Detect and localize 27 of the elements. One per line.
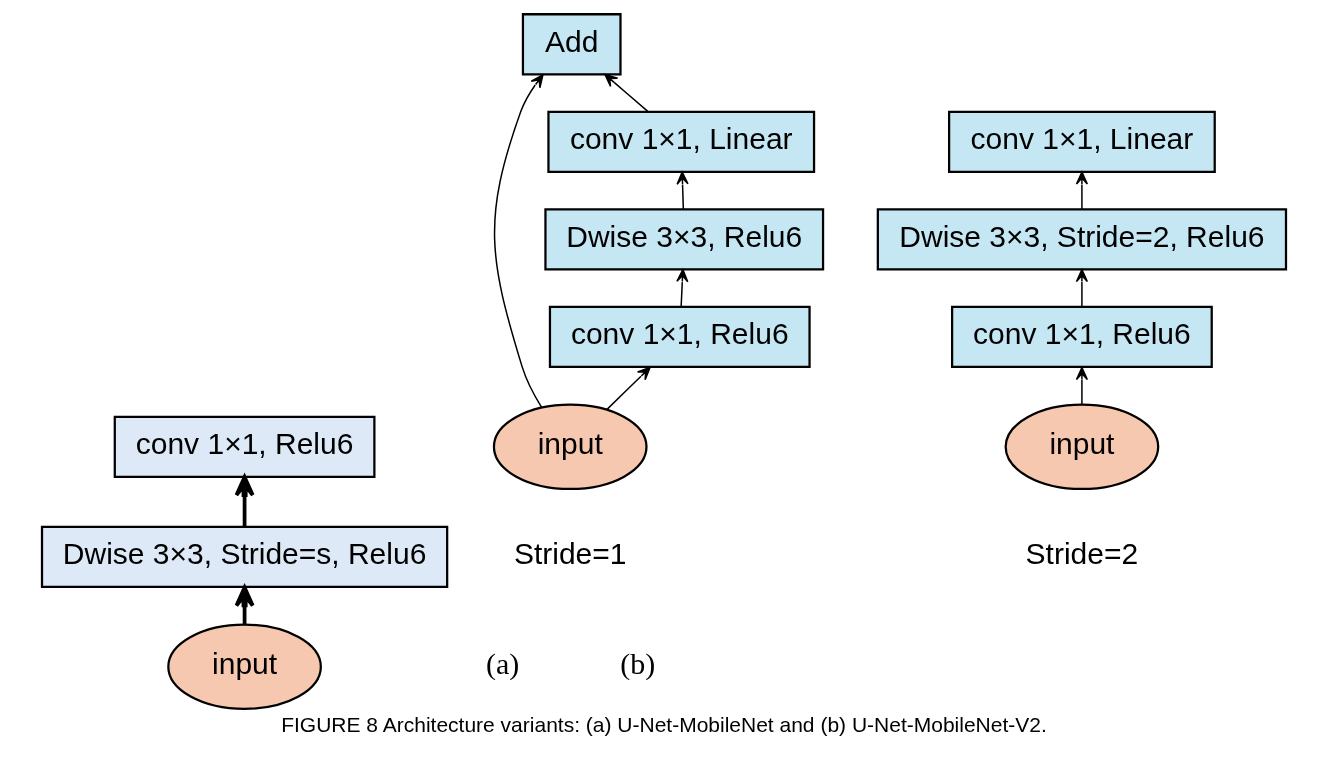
label: (a) xyxy=(486,647,520,681)
arrow xyxy=(1075,171,1089,210)
arrow xyxy=(604,73,649,113)
arrow xyxy=(606,366,651,410)
node-box: Dwise 3×3, Stride=2, Relu6 xyxy=(876,208,1288,271)
arrow xyxy=(676,268,689,308)
arrow xyxy=(676,171,689,210)
node-box: conv 1×1, Relu6 xyxy=(113,415,376,478)
arrow xyxy=(234,475,255,527)
node-box: Dwise 3×3, Relu6 xyxy=(544,208,825,271)
node-label: Stride=1 xyxy=(513,537,627,571)
label: (b) xyxy=(620,647,656,681)
node-box: conv 1×1, Linear xyxy=(948,110,1216,173)
node-ellipse: input xyxy=(167,623,322,711)
arrow xyxy=(493,74,544,409)
node-box: conv 1×1, Relu6 xyxy=(951,305,1213,368)
node-label: Stride=2 xyxy=(1025,537,1139,571)
node-ellipse: input xyxy=(492,403,648,491)
node-box: Dwise 3×3, Stride=s, Relu6 xyxy=(40,525,449,588)
arrow xyxy=(234,585,255,625)
node-box: conv 1×1, Linear xyxy=(547,110,816,173)
node-box: conv 1×1, Relu6 xyxy=(548,305,811,368)
node-box: Add xyxy=(521,13,622,76)
node-ellipse: input xyxy=(1004,403,1160,491)
caption: FIGURE 8 Architecture variants: (a) U-Net-MobileNet and (b) U-Net-MobileNet-V2. xyxy=(281,713,1047,737)
arrow xyxy=(1075,366,1089,406)
arrow xyxy=(1075,268,1089,308)
